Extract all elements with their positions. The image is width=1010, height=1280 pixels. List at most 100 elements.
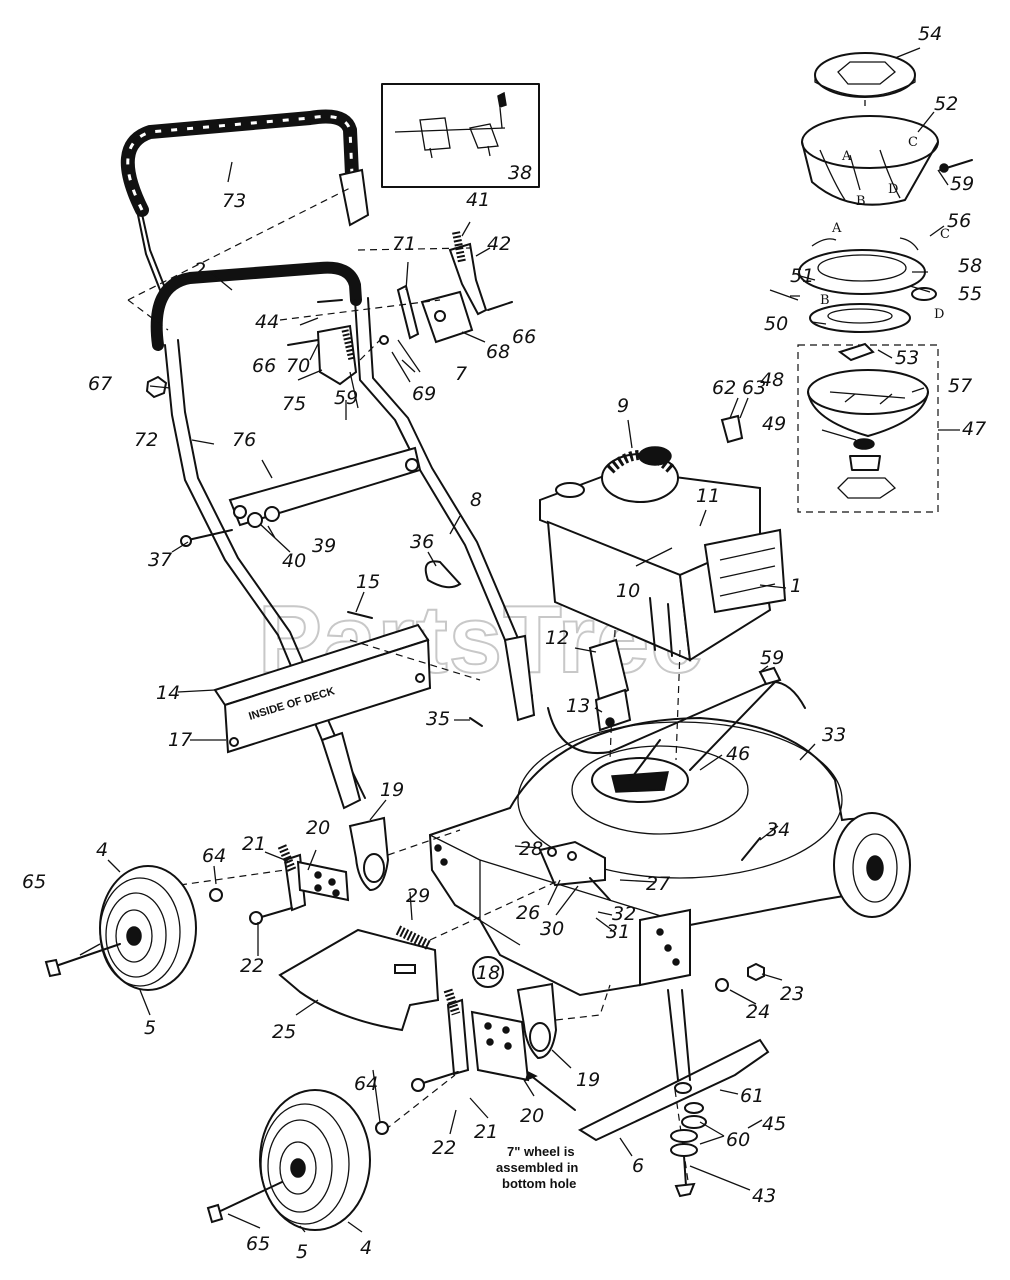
part-label-59a: 59 bbox=[950, 173, 974, 195]
part-label-34: 34 bbox=[766, 819, 790, 841]
wheel-rear bbox=[206, 1089, 389, 1231]
part-label-5a: 5 bbox=[144, 1017, 156, 1039]
part-label-75: 75 bbox=[282, 393, 306, 415]
letter-c-bottom: C bbox=[940, 227, 950, 242]
part-label-20a: 20 bbox=[306, 817, 330, 839]
part-label-21b: 21 bbox=[474, 1121, 498, 1143]
part-label-19a: 19 bbox=[380, 779, 404, 801]
part-label-51: 51 bbox=[790, 265, 814, 287]
upper-handle-73 bbox=[120, 109, 370, 291]
part-label-64a: 64 bbox=[202, 845, 226, 867]
part-label-7: 7 bbox=[455, 363, 467, 385]
wheel-front bbox=[44, 865, 223, 991]
front-wheel-adjuster bbox=[179, 816, 461, 925]
part-label-64b: 64 bbox=[354, 1073, 378, 1095]
part-label-63: 63 bbox=[742, 377, 766, 399]
part-label-66a: 66 bbox=[512, 326, 536, 348]
part-label-53: 53 bbox=[895, 347, 919, 369]
part-label-22a: 22 bbox=[240, 955, 264, 977]
part-label-2: 2 bbox=[194, 259, 206, 281]
inset-detail-38 bbox=[381, 83, 540, 188]
letter-d-bottom: D bbox=[934, 307, 944, 322]
part-label-10: 10 bbox=[616, 580, 640, 602]
part-label-4a: 4 bbox=[96, 839, 108, 861]
part-label-58: 58 bbox=[958, 255, 982, 277]
letter-b-top: B bbox=[856, 194, 866, 209]
part-label-60: 60 bbox=[726, 1129, 750, 1151]
wheel-note: 7" wheel is assembled in bottom hole bbox=[496, 1144, 578, 1191]
deck-33 bbox=[428, 629, 911, 997]
part-label-46: 46 bbox=[726, 743, 750, 765]
part-label-37: 37 bbox=[148, 549, 172, 571]
part-label-6: 6 bbox=[632, 1155, 644, 1177]
engine-1 bbox=[539, 414, 787, 662]
part-label-27: 27 bbox=[646, 873, 670, 895]
part-label-50: 50 bbox=[764, 313, 788, 335]
wheel-note-line-3: bottom hole bbox=[502, 1176, 576, 1191]
part-label-76: 76 bbox=[232, 429, 256, 451]
part-label-56: 56 bbox=[947, 210, 971, 232]
part-label-4b: 4 bbox=[360, 1237, 372, 1259]
part-label-31: 31 bbox=[606, 921, 630, 943]
part-label-11: 11 bbox=[696, 485, 720, 507]
part-label-39: 39 bbox=[312, 535, 336, 557]
wheel-note-line-1: 7" wheel is bbox=[507, 1144, 575, 1159]
handle-hardware bbox=[127, 187, 513, 589]
part-label-17: 17 bbox=[168, 729, 192, 751]
letter-a-top: A bbox=[841, 149, 852, 164]
part-label-29: 29 bbox=[406, 885, 430, 907]
part-label-33: 33 bbox=[822, 724, 846, 746]
part-label-5b: 5 bbox=[296, 1241, 308, 1263]
section-letters: A B C D A B C D bbox=[820, 135, 950, 322]
part-label-15: 15 bbox=[356, 571, 380, 593]
part-label-54: 54 bbox=[918, 23, 942, 45]
part-label-44: 44 bbox=[255, 311, 279, 333]
part-label-36: 36 bbox=[410, 531, 434, 553]
circled-callout-18: 18 bbox=[476, 962, 500, 984]
part-label-47: 47 bbox=[962, 418, 986, 440]
part-label-68: 68 bbox=[486, 341, 510, 363]
part-label-48: 48 bbox=[760, 369, 784, 391]
part-label-12: 12 bbox=[545, 627, 569, 649]
part-label-14: 14 bbox=[156, 682, 180, 704]
leader-lines bbox=[79, 47, 960, 1233]
part-label-52: 52 bbox=[934, 93, 958, 115]
part-label-72: 72 bbox=[134, 429, 158, 451]
part-label-32: 32 bbox=[612, 903, 636, 925]
part-label-25: 25 bbox=[272, 1021, 296, 1043]
rear-baffle-25 bbox=[278, 879, 561, 1032]
part-label-26: 26 bbox=[516, 902, 540, 924]
part-label-71: 71 bbox=[392, 233, 416, 255]
letter-c-top: C bbox=[908, 135, 918, 150]
inset-label-38: 38 bbox=[508, 162, 532, 184]
part-label-22b: 22 bbox=[432, 1137, 456, 1159]
part-label-9: 9 bbox=[617, 395, 629, 417]
part-label-66b: 66 bbox=[252, 355, 276, 377]
part-label-57: 57 bbox=[948, 375, 972, 397]
part-label-59b: 59 bbox=[334, 387, 358, 409]
part-label-59c: 59 bbox=[760, 647, 784, 669]
part-label-73: 73 bbox=[222, 190, 246, 212]
part-label-28: 28 bbox=[519, 838, 543, 860]
part-label-67: 67 bbox=[88, 373, 112, 395]
part-label-23: 23 bbox=[780, 983, 804, 1005]
part-label-13: 13 bbox=[566, 695, 590, 717]
part-label-62: 62 bbox=[712, 377, 736, 399]
wheel-note-line-2: assembled in bbox=[496, 1160, 578, 1175]
part-label-21a: 21 bbox=[242, 833, 266, 855]
part-label-61: 61 bbox=[740, 1085, 764, 1107]
part-labels: 54 52 59 56 51 58 55 50 53 57 48 47 49 7… bbox=[22, 23, 986, 1263]
part-label-8: 8 bbox=[470, 489, 482, 511]
lower-handle-72 bbox=[150, 261, 536, 810]
part-label-24: 24 bbox=[746, 1001, 770, 1023]
part-label-1: 1 bbox=[790, 575, 802, 597]
part-label-55: 55 bbox=[958, 283, 982, 305]
letter-d-top: D bbox=[888, 182, 898, 197]
blade-6 bbox=[577, 962, 770, 1198]
part-label-69: 69 bbox=[412, 383, 436, 405]
letter-a-bottom: A bbox=[831, 221, 842, 236]
part-label-40: 40 bbox=[282, 550, 306, 572]
blade-brake-assembly bbox=[797, 52, 973, 513]
